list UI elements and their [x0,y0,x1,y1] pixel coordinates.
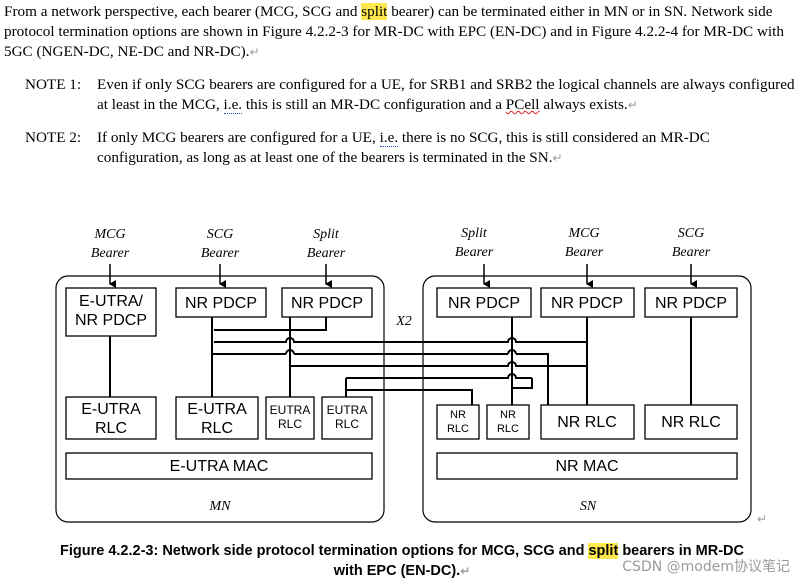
mn-rlc-eutra-1 [65,396,157,440]
mn-bearer-3-line1: Split [313,227,340,242]
mn-rlc-eutra-4 [321,396,373,440]
sn-pdcp-2-label: NR PDCP [551,295,623,312]
note-1-text-start: Even if only SCG bearers are configured … [97,76,795,113]
mn-bearer-3-line2: Bearer [307,246,346,261]
note-1: NOTE 1: Even if only SCG bearers are con… [25,75,795,115]
note-2-body: If only MCG bearers are configured for a… [97,128,795,168]
mn-pdcp-eutra-nr [65,287,157,337]
mn-rlc-eutra-3 [265,396,315,440]
mn-bearer-1-line2: Bearer [91,246,130,261]
mn-pdcp-1-line2: NR PDCP [75,312,147,329]
x2-line-1-hop [285,349,295,355]
sn-mac-label: NR MAC [555,458,618,475]
sn-rlc-nr-4 [644,404,738,440]
sn-pdcp-nr-2 [540,287,635,318]
sn-rlc-1-line1: NR [450,409,466,421]
sn-mac [436,452,738,480]
mn-rlc-4-line1: EUTRA [327,403,368,417]
note-1-pcell: PCell [505,96,540,113]
mn-pdcp-1-line1: E-UTRA/ [79,293,144,310]
note-2-text-end: there is no SCG, this is still considere… [97,129,710,166]
sn-pdcp-3-label: NR PDCP [655,295,727,312]
intro-text-start: From a network perspective, each bearer … [4,3,362,20]
note-2-mark: ↵ [552,151,563,165]
sn-rlc-2-line2: RLC [497,423,519,435]
sn-pdcp-nr-1 [436,287,532,318]
sn-rlc-3-label: NR RLC [557,414,617,431]
note-2-text-start: If only MCG bearers are configured for a… [97,129,380,146]
mn-pdcp-nr-1 [175,287,267,318]
sn-rlc-nr-2 [486,404,530,440]
x2-dummy-3 [326,326,548,330]
mn-pdcp-2-label: NR PDCP [185,295,257,312]
mn-pdcp-nr-2 [281,287,373,318]
x2-line-5 [346,389,473,405]
intro-text-end: bearer) can be terminated either in MN o… [4,3,784,60]
note-1-text-end: always exists. [539,96,628,113]
mn-bearer-1-line1: MCG [93,227,125,242]
note-1-ie: i.e. [223,96,243,114]
mn-rlc-4-line2: RLC [335,417,359,431]
x2-line-1-hop2 [507,349,517,355]
paragraph-mark: ↵ [249,45,260,59]
x2-line-2 [214,337,587,343]
note-2: NOTE 2: If only MCG bearers are configur… [25,128,795,168]
note-2-label: NOTE 2: [25,129,82,146]
sn-rlc-nr-3 [540,404,635,440]
caption-mark: ↵ [460,564,471,578]
diagram-paragraph-mark: ↵ [757,512,768,526]
note-1-body: Even if only SCG bearers are configured … [97,75,795,115]
mn-mac-label: E-UTRA MAC [170,458,269,475]
mn-rlc-1-line1: E-UTRA [81,401,141,418]
mn-rlc-3-line2: RLC [278,417,302,431]
mn-label: MN [209,499,232,514]
mn-bearer-2-line1: SCG [207,227,233,242]
highlighted-word: split [361,3,388,20]
mn-mac [65,452,373,480]
caption-line-1: Figure 4.2.2-3: Network side protocol te… [0,541,804,561]
mn-rlc-3-line1: EUTRA [270,403,311,417]
x2-line-3 [290,361,587,367]
note-1-label: NOTE 1: [25,76,82,93]
mn-rlc-eutra-2 [175,396,259,440]
sn-rlc-4-label: NR RLC [661,414,721,431]
caption-text-end: bearers in MR-DC [618,543,744,559]
x2-label: X2 [395,314,412,329]
mn-pdcp-3-label: NR PDCP [291,295,363,312]
caption-line-2: with EPC (EN-DC).↵ [0,561,804,581]
sn-label: SN [580,499,597,514]
x2-line-1c [516,353,549,405]
mn-rlc-2-line2: RLC [201,420,233,437]
mn-rlc-2-line1: E-UTRA [187,401,247,418]
sn-rlc-2-line1: NR [500,409,516,421]
note-2-ie: i.e. [379,129,399,147]
note-1-mark: ↵ [627,98,638,112]
mn-rlc-1-line2: RLC [95,420,127,437]
watermark: CSDN @modem协议笔记 [622,559,790,575]
x2-line-4b [512,378,533,389]
note-1-text-mid: this is still an MR-DC configuration and… [242,96,506,113]
sn-bearer-2-line2: Bearer [565,245,604,260]
sn-bearer-1-line1: Split [461,226,488,241]
mn-split-to-sn-a [214,317,327,331]
intro-paragraph: From a network perspective, each bearer … [4,2,794,62]
sn-bearer-2-line1: MCG [567,226,599,241]
sn-bearer-3-line1: SCG [678,226,704,241]
figure-caption: Figure 4.2.2-3: Network side protocol te… [0,541,804,581]
sn-bearer-3-line2: Bearer [672,245,711,260]
caption-highlight: split [588,543,619,559]
x2-line-4 [346,373,532,379]
sn-bearer-1-line2: Bearer [455,245,494,260]
sn-pdcp-1-label: NR PDCP [448,295,520,312]
caption-text-start: Figure 4.2.2-3: Network side protocol te… [59,543,589,559]
caption-line-2-text: with EPC (EN-DC). [333,563,461,579]
sn-rlc-1-line2: RLC [447,423,469,435]
mn-bearer-2-line2: Bearer [201,246,240,261]
sn-pdcp-nr-3 [644,287,738,318]
sn-rlc-nr-1 [436,404,480,440]
